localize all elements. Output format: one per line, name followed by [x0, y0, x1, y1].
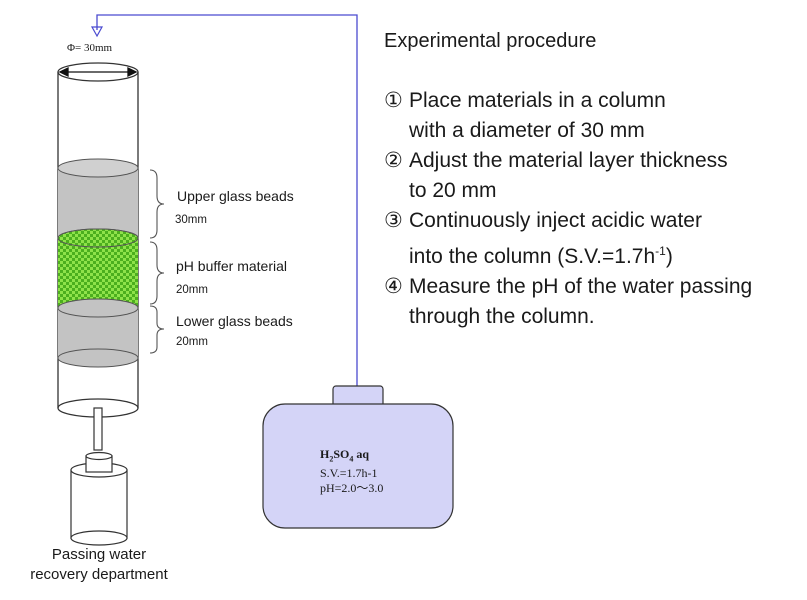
step-text: with a diameter of 30 mm — [409, 119, 645, 142]
diameter-label: Φ= 30mm — [67, 42, 113, 54]
buffer-material-thickness: 20mm — [176, 284, 208, 296]
procedure-step-4: ④ Measure the pH of the water passing th… — [384, 272, 752, 332]
step-text: into the column (S.V.=1.7h-1) — [409, 244, 673, 268]
step-text: Continuously inject acidic water — [409, 209, 702, 232]
recovery-label: Passing water recovery department — [10, 545, 188, 585]
step-text: through the column. — [409, 305, 595, 328]
lower-glass-beads-layer — [57, 298, 139, 368]
lower-glass-beads-thickness: 20mm — [176, 336, 208, 348]
collection-bottle — [70, 451, 128, 546]
step-number: ① — [384, 89, 403, 112]
layer-braces — [149, 169, 165, 354]
procedure-title: Experimental procedure — [384, 30, 597, 52]
upper-glass-beads-thickness: 30mm — [175, 214, 207, 226]
lower-glass-beads-label: Lower glass beads — [176, 313, 293, 329]
step-number: ③ — [384, 209, 403, 232]
outlet-tube — [93, 407, 103, 451]
step-number: ② — [384, 149, 403, 172]
step-text: Adjust the material layer thickness — [409, 149, 728, 172]
diameter-arrow — [58, 66, 138, 78]
step-text: Place materials in a column — [409, 89, 666, 112]
recovery-label-line1: Passing water — [51, 546, 147, 563]
procedure-step-3: ③ Continuously inject acidic water into … — [384, 206, 752, 272]
tank-space-velocity: S.V.=1.7h-1 — [320, 466, 378, 481]
recovery-label-line2: recovery department — [30, 566, 168, 583]
procedure-panel: Experimental procedure ① Place materials… — [384, 26, 752, 332]
step-text: to 20 mm — [409, 179, 497, 202]
tank-solution: H2SO4 aq — [320, 447, 370, 464]
upper-glass-beads-label: Upper glass beads — [177, 188, 294, 204]
acid-tank — [262, 385, 454, 529]
feed-pipe — [96, 14, 358, 386]
procedure-step-2: ② Adjust the material layer thickness to… — [384, 146, 752, 206]
pipe-arrow-head — [90, 26, 104, 38]
buffer-material-layer — [57, 228, 139, 308]
step-number: ④ — [384, 275, 403, 298]
procedure-step-1: ① Place materials in a column with a dia… — [384, 86, 752, 146]
tank-label: H2SO4 aq S.V.=1.7h-1 pH=2.0～3.0 — [320, 447, 383, 496]
buffer-material-label: pH buffer material — [176, 258, 288, 274]
tank-ph-range: pH=2.0～3.0 — [320, 481, 384, 496]
step-text: Measure the pH of the water passing — [409, 275, 753, 298]
